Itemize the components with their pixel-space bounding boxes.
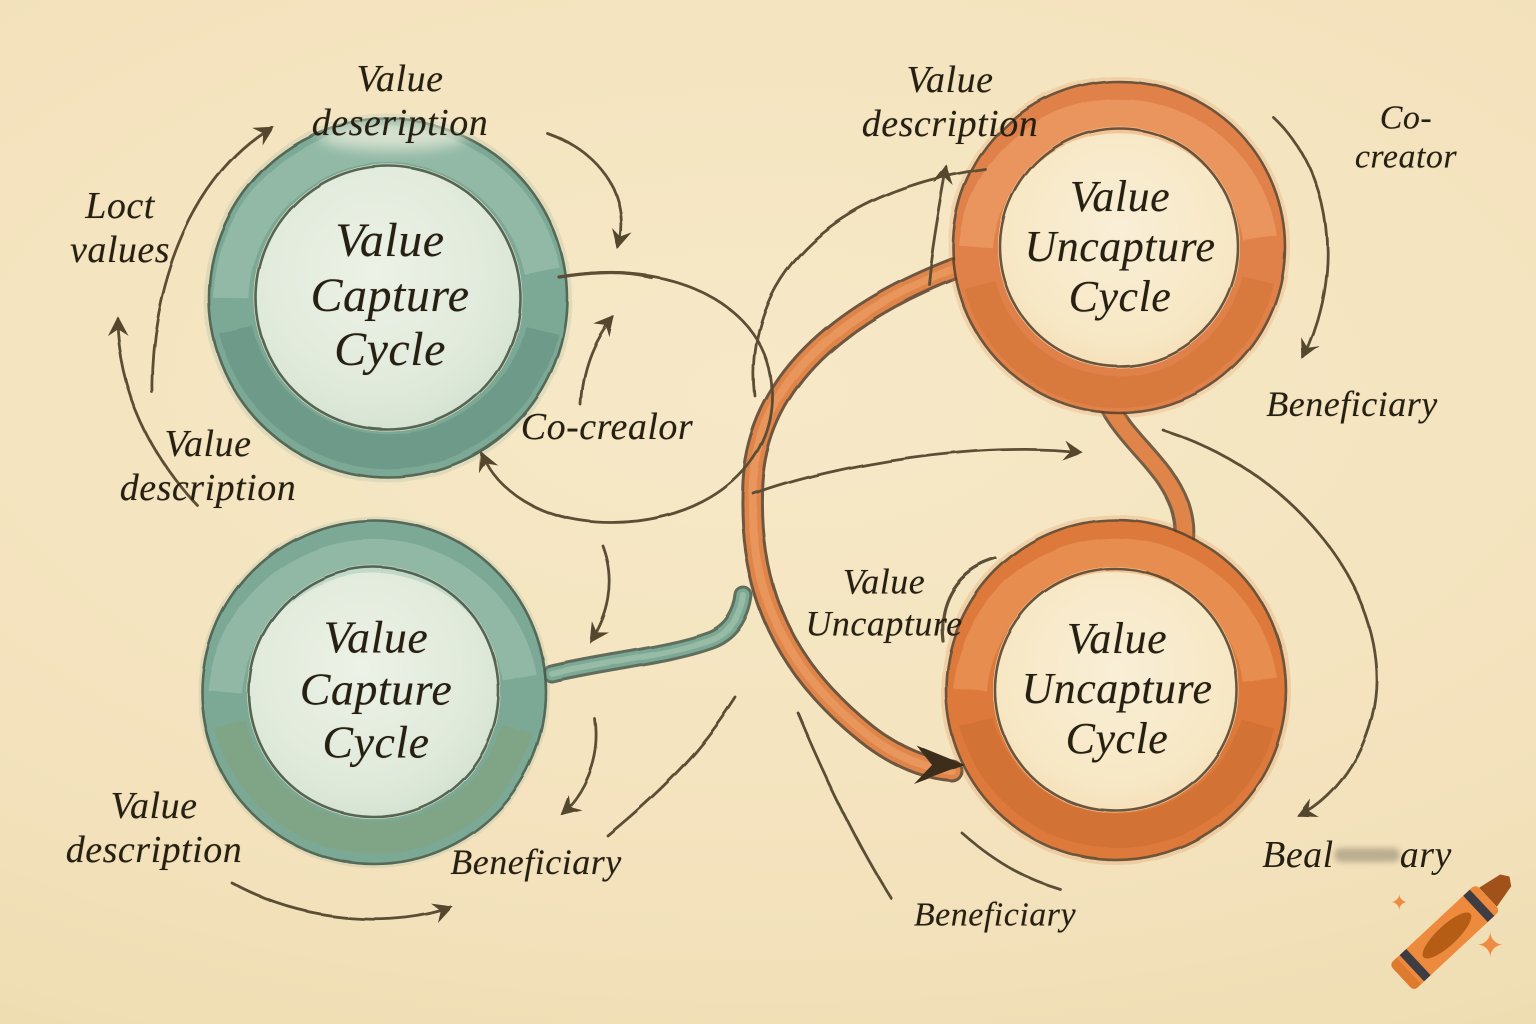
circle-title-bottom-left: Value Capture Cycle [299, 611, 453, 768]
sparkle-icon: ✦ [1476, 928, 1505, 965]
arrow-bl-topright-down [589, 544, 612, 644]
br-ring-hook [940, 557, 998, 643]
co-crealor-loop [478, 271, 774, 524]
arc-junction-to-left-beneficiary [606, 696, 738, 838]
teal-stub [545, 589, 751, 681]
orange-band-arrowhead [914, 745, 965, 784]
crayon-logo: ✦ ✦ [1368, 858, 1536, 1024]
teal-stub-core [549, 593, 747, 677]
circle-title-top-right: Value Uncapture Cycle [1024, 171, 1216, 322]
arrow-co-crealor-up [578, 314, 614, 406]
smudged-text-left: Beal [1262, 834, 1334, 876]
ring-top-right-uncapture [948, 76, 1290, 418]
arc-br-bottom-right [961, 832, 1062, 891]
label-co-crealor: Co-crealor [520, 405, 694, 448]
ring-bottom-right-uncapture [941, 515, 1291, 865]
label-tl-value-description: Value deseription [311, 57, 489, 144]
sketch-arrows [106, 116, 1379, 923]
arrow-to-right-junction [752, 439, 1083, 496]
label-tr-value-description: Value description [861, 58, 1039, 145]
connector-bands [542, 248, 1195, 783]
label-co-creator: Co-creator [1354, 99, 1458, 176]
arrow-co-creator-down [1272, 116, 1329, 360]
circle-title-bottom-right: Value Uncapture Cycle [1021, 613, 1213, 764]
label-bl-beneficiary: Beneficiary [450, 842, 622, 883]
arc-long-sweep-to-top-right [752, 168, 988, 398]
label-right-beneficiary: Beneficiary [1266, 384, 1438, 425]
arrow-right-long-arc [1161, 428, 1379, 819]
cycle-rings [198, 76, 1291, 868]
arc-junction-to-bottom-beneficiary [796, 711, 893, 900]
arrow-up-to-tr-description [927, 165, 955, 286]
label-bl-value-description: Value description [65, 784, 243, 871]
circle-title-top-left: Value Capture Cycle [310, 213, 470, 377]
ring-bottom-left-capture [198, 516, 550, 868]
arrow-description-to-ring [546, 132, 633, 250]
crayon-label-oval [1416, 906, 1478, 965]
label-bottom-beneficiary: Beneficiary [913, 896, 1077, 934]
sparkle-icon: ✦ [1390, 890, 1409, 915]
label-ml-value-description: Value description [119, 422, 297, 509]
tl-ring-stub [558, 271, 654, 280]
label-value-uncapture: Value Uncapture [805, 561, 963, 643]
arrow-bl-right-down [559, 717, 598, 815]
ink-smudge [1333, 848, 1400, 862]
smudged-text-right: ary [1399, 834, 1452, 876]
orange-c-connector-core [748, 256, 982, 775]
label-br-beneficiary-smudged: Beal ary [1262, 833, 1452, 877]
arrow-loct-to-description [150, 126, 275, 394]
arrow-description-to-beneficiary [230, 881, 453, 923]
label-loct-values: Loct values [69, 184, 171, 271]
arrow-up-to-loct-values [106, 315, 200, 508]
